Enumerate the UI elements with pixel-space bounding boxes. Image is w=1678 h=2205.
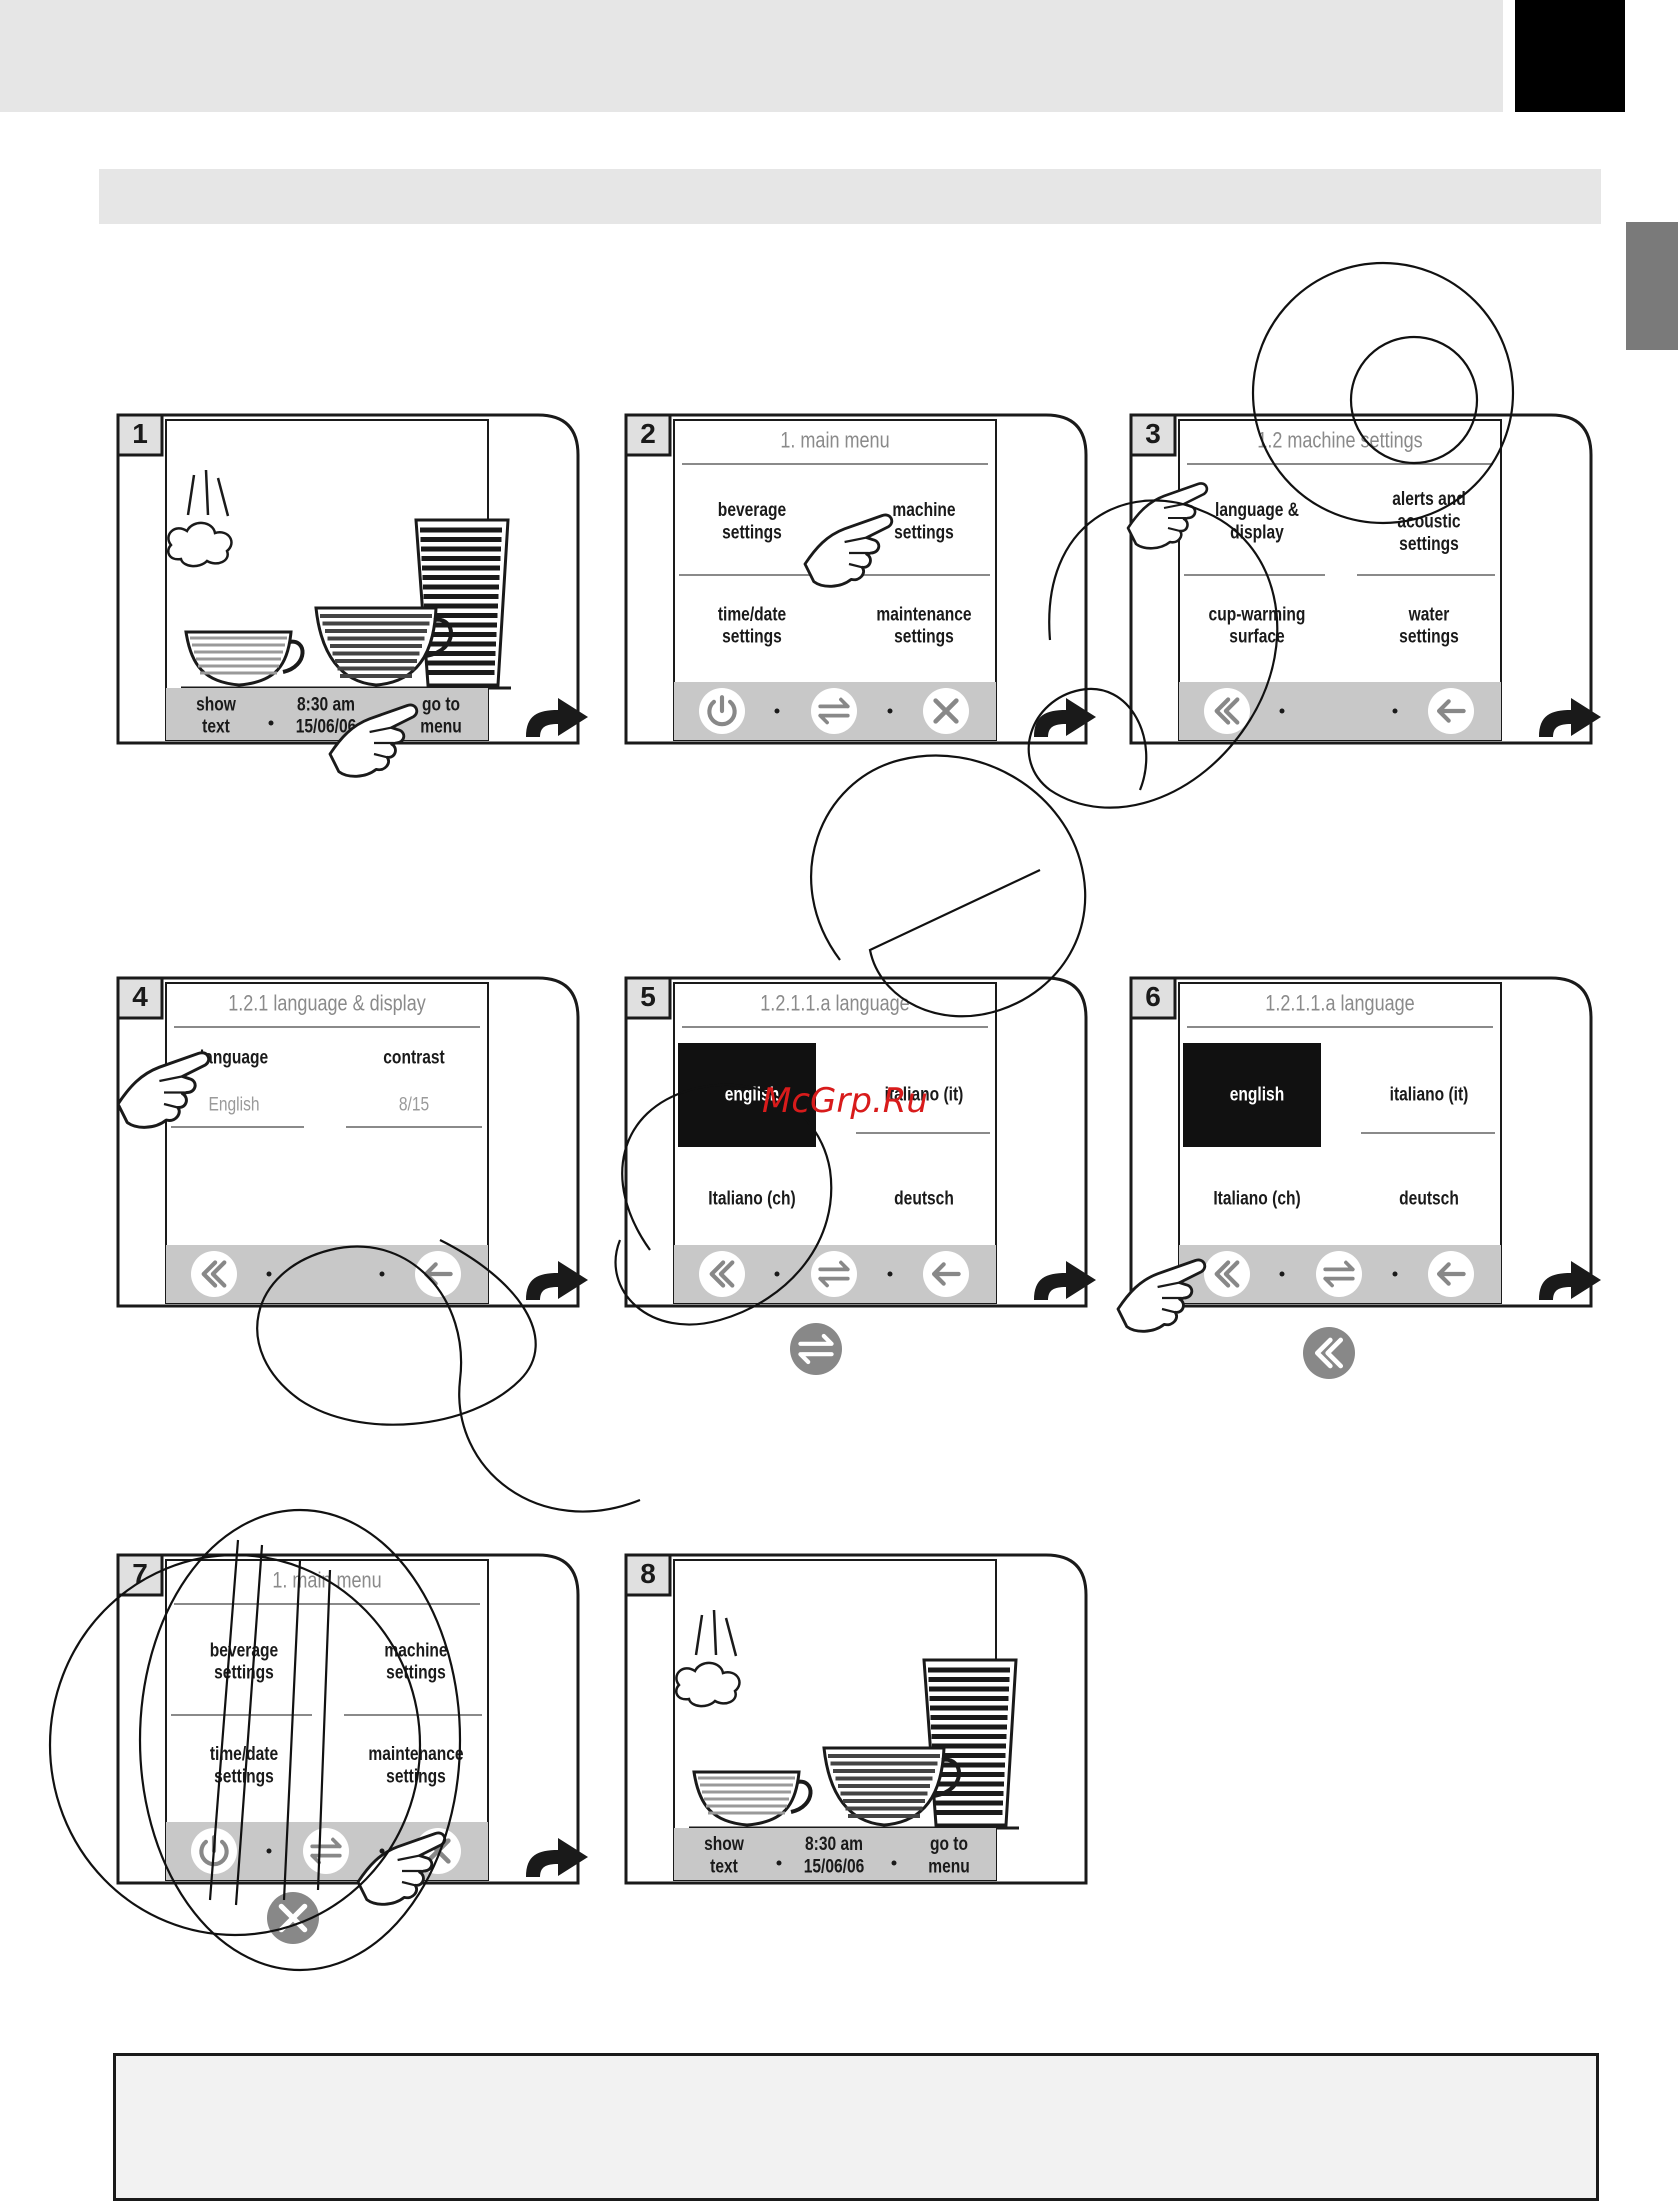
note-box xyxy=(113,2053,1599,2201)
menu-option[interactable]: deutsch xyxy=(894,1187,954,1209)
step-panel: 4 1.2.1 language & display language contras… xyxy=(116,976,588,1308)
header-bar xyxy=(0,0,1503,112)
step-number: 4 xyxy=(132,981,148,1012)
pointing-hand-icon xyxy=(116,1051,211,1129)
watermark-graphic xyxy=(48,261,1515,1972)
screen-title: 1.2.1.1.a language xyxy=(760,992,909,1016)
watermark-text: McGrp.Ru xyxy=(762,1081,928,1121)
step-number: 5 xyxy=(640,981,656,1012)
menu-option: language xyxy=(200,1046,269,1068)
pointing-hand-icon xyxy=(803,513,894,588)
menu-option[interactable]: deutsch xyxy=(1399,1187,1459,1209)
pointing-hand-icon xyxy=(328,703,419,778)
legend-icons xyxy=(267,1323,1355,1944)
menu-option[interactable]: english xyxy=(1230,1083,1285,1105)
step-number: 6 xyxy=(1145,981,1161,1012)
screen-title: 1.2.1.1.a language xyxy=(1265,992,1414,1016)
step-number: 1 xyxy=(132,418,148,449)
header-black-block xyxy=(1515,0,1625,112)
chapter-tab xyxy=(1626,222,1678,350)
menu-option: contrast xyxy=(383,1046,445,1068)
step-panel: 6 1.2.1.1.a language english italiano (it) I… xyxy=(1129,976,1601,1308)
screen-title: 1.2 machine settings xyxy=(1257,429,1422,453)
next-step-arrow-icon xyxy=(1034,698,1096,737)
pointing-hand-icon xyxy=(1116,1258,1207,1333)
pointing-hand-icon xyxy=(356,1831,447,1906)
menu-option[interactable]: english xyxy=(725,1083,780,1105)
screen-title: 1.2.1 language & display xyxy=(228,992,426,1016)
menu-option[interactable]: Italiano (ch) xyxy=(1213,1187,1300,1209)
next-step-arrow-icon xyxy=(1539,698,1601,737)
step-number: 8 xyxy=(640,1558,656,1589)
section-bar xyxy=(99,169,1601,224)
next-step-arrow-icon xyxy=(526,1838,588,1877)
next-step-arrow-icon xyxy=(1539,1261,1601,1300)
next-step-arrow-icon xyxy=(526,698,588,737)
step-panel: 5 1.2.1.1.a language english italiano (it) I… xyxy=(624,976,1096,1308)
menu-option[interactable]: italiano (it) xyxy=(885,1083,964,1105)
menu-option[interactable]: italiano (it) xyxy=(1390,1083,1469,1105)
step-number: 7 xyxy=(132,1558,148,1589)
next-step-arrow-icon xyxy=(526,1261,588,1300)
screen-title: 1. main menu xyxy=(780,429,889,453)
menu-option[interactable]: Italiano (ch) xyxy=(708,1187,795,1209)
next-step-arrow-icon xyxy=(1034,1261,1096,1300)
option-value: 8/15 xyxy=(399,1093,429,1115)
step-number: 3 xyxy=(1145,418,1161,449)
step-number: 2 xyxy=(640,418,656,449)
option-value: English xyxy=(208,1093,259,1115)
